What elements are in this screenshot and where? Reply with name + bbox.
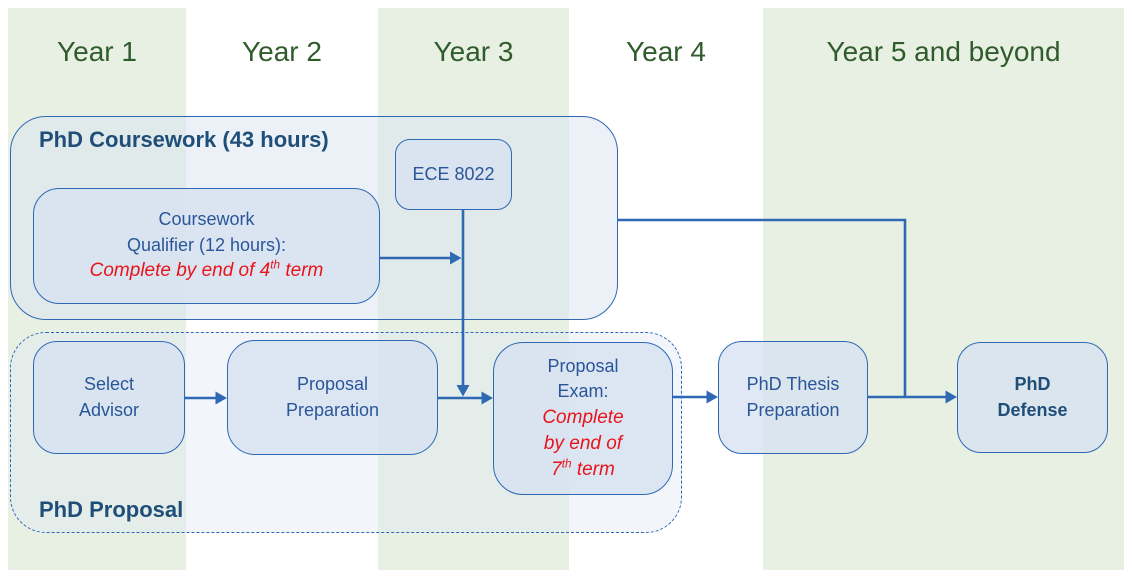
proposal-preparation-line-1: Proposal: [296, 373, 369, 394]
proposal-exam-line-2: Exam:: [557, 381, 609, 402]
ece-8022-label: ECE 8022: [412, 163, 495, 184]
arrowhead-exam-to-thesis: [706, 390, 718, 404]
coursework-title: PhD Coursework (43 hours): [39, 127, 329, 152]
year-header-5: Year 5 and beyond: [826, 36, 1061, 67]
select-advisor-box: Select Advisor: [33, 341, 185, 454]
thesis-preparation-line-1: PhD Thesis: [746, 373, 840, 394]
proposal-exam-deadline-2: by end of: [543, 432, 623, 454]
select-advisor-line-2: Advisor: [78, 399, 140, 420]
proposal-exam-box: Proposal Exam: Complete by end of 7th te…: [493, 342, 673, 495]
phd-defense-line-1: PhD: [1014, 373, 1051, 394]
proposal-preparation-box: Proposal Preparation: [227, 340, 438, 455]
phd-defense-line-2: Defense: [997, 399, 1068, 420]
year-header-3: Year 3: [433, 36, 514, 67]
proposal-preparation-line-2: Preparation: [285, 399, 380, 420]
qualifier-line-1: Coursework: [158, 209, 255, 230]
thesis-preparation-box: PhD Thesis Preparation: [718, 341, 868, 454]
proposal-exam-deadline-1: Complete: [542, 406, 624, 428]
year-header-1: Year 1: [57, 36, 137, 67]
select-advisor-line-1: Select: [83, 373, 135, 394]
proposal-exam-deadline-3: 7th term: [551, 457, 615, 481]
year-header-4: Year 4: [626, 36, 706, 67]
phd-defense-box: PhD Defense: [957, 342, 1108, 453]
year-header-2: Year 2: [242, 36, 322, 67]
qualifier-line-2: Qualifier (12 hours):: [126, 234, 287, 255]
ece-8022-box: ECE 8022: [395, 139, 512, 210]
thesis-preparation-line-2: Preparation: [746, 399, 840, 420]
proposal-title: PhD Proposal: [39, 497, 184, 522]
qualifier-deadline: Complete by end of 4th term: [89, 259, 324, 282]
proposal-exam-line-1: Proposal: [547, 355, 619, 376]
year-band-5: [763, 8, 1124, 570]
coursework-qualifier-box: Coursework Qualifier (12 hours): Complet…: [33, 188, 380, 304]
